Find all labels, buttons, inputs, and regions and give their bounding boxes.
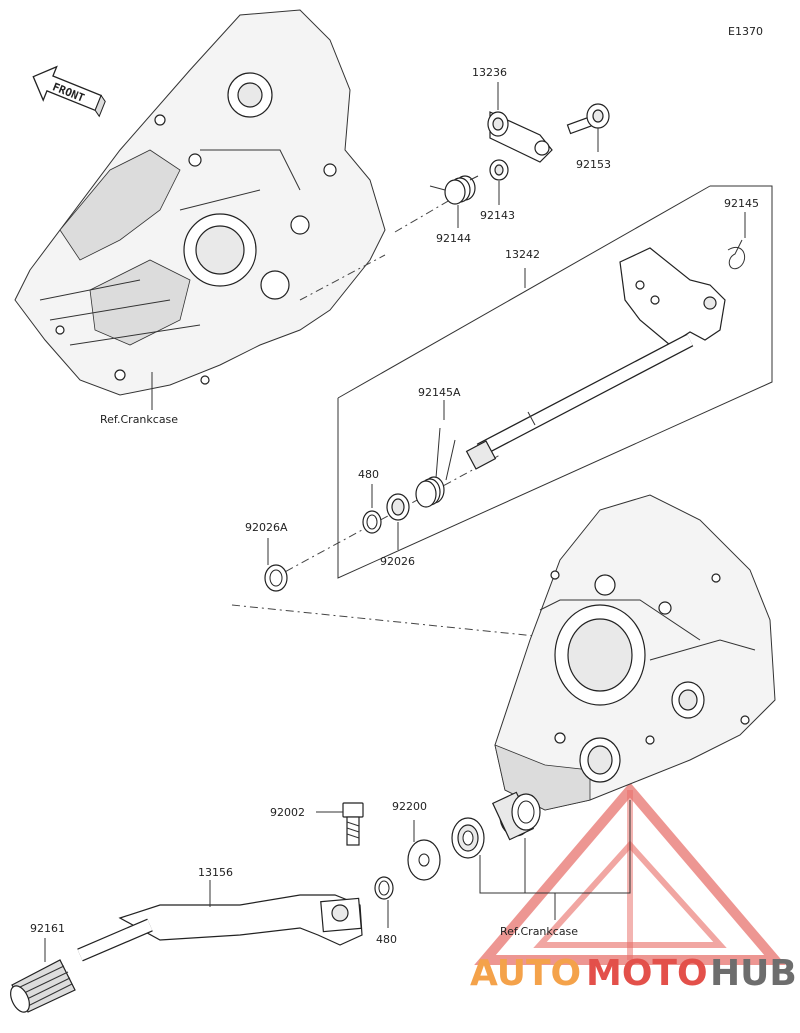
- part-92026A-washer: [264, 564, 288, 592]
- label-92026: 92026: [380, 555, 415, 568]
- part-480-circlip-bottom: [374, 876, 394, 900]
- ref-crankcase-top-label: Ref.Crankcase: [100, 413, 178, 426]
- shaft-assembly-bracket: [337, 185, 773, 579]
- label-92002: 92002: [270, 806, 305, 819]
- ref-crankcase-bottom-label: Ref.Crankcase: [500, 925, 578, 938]
- part-92026-washer: [386, 493, 410, 521]
- label-480-top: 480: [358, 468, 379, 481]
- label-13236: 13236: [472, 66, 507, 79]
- label-92200: 92200: [392, 800, 427, 813]
- front-arrow-icon: FRONT: [32, 65, 106, 118]
- label-92145: 92145: [724, 197, 759, 210]
- label-13242: 13242: [505, 248, 540, 261]
- label-480-bottom: 480: [376, 933, 397, 946]
- label-92153: 92153: [576, 158, 611, 171]
- part-92144-spring: [429, 175, 479, 205]
- crankcase-left-illustration: [14, 9, 386, 396]
- part-92161-pedal-rubber: [10, 959, 76, 1013]
- label-92145A: 92145A: [418, 386, 461, 399]
- crankcase-right-illustration: [494, 494, 776, 811]
- part-92143-collar: [489, 159, 509, 181]
- part-13236-shift-link: [487, 111, 553, 163]
- part-13156-shift-pedal: [77, 894, 363, 962]
- label-92143: 92143: [480, 209, 515, 222]
- watermark-text: AUTO MOTO HUB: [470, 953, 797, 994]
- part-92145-return-spring: [727, 239, 746, 270]
- label-92161: 92161: [30, 922, 65, 935]
- watermark-auto: AUTO: [470, 953, 581, 994]
- watermark-hub: HUB: [710, 953, 797, 994]
- diagram-code: E1370: [728, 25, 763, 38]
- part-13242-shift-shaft: [465, 247, 726, 470]
- part-92145A-spring: [415, 427, 456, 508]
- part-92002-bolt: [342, 802, 364, 846]
- part-92200-washer: [407, 839, 441, 881]
- label-13156: 13156: [198, 866, 233, 879]
- part-480-circlip-top: [362, 510, 382, 534]
- part-needle-bearing: [491, 791, 541, 841]
- label-92144: 92144: [436, 232, 471, 245]
- label-92026A: 92026A: [245, 521, 288, 534]
- watermark-moto: MOTO: [586, 953, 708, 994]
- part-oil-seal: [451, 817, 485, 859]
- part-92153-bolt: [566, 103, 610, 135]
